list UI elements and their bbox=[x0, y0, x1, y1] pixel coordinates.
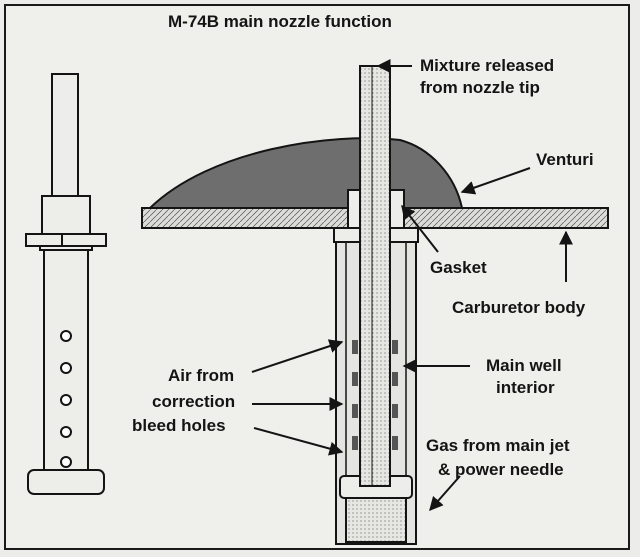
label-gas-2: & power needle bbox=[438, 460, 564, 479]
arrow-air-1 bbox=[251, 339, 344, 373]
arrow-air-3 bbox=[253, 427, 344, 456]
label-gasket: Gasket bbox=[430, 258, 487, 277]
label-gas-1: Gas from main jet bbox=[426, 436, 570, 455]
label-mixture-released-2: from nozzle tip bbox=[420, 78, 540, 97]
diagram-title: M-74B main nozzle function bbox=[168, 12, 392, 31]
arrow-venturi bbox=[460, 167, 531, 195]
venturi-shape bbox=[147, 137, 464, 209]
leader-arrows bbox=[251, 59, 573, 512]
arrow-gasket bbox=[401, 204, 439, 253]
label-main-well-2: interior bbox=[496, 378, 555, 397]
label-mixture-released-1: Mixture released bbox=[420, 56, 555, 75]
label-main-well-1: Main well bbox=[486, 356, 562, 375]
label-carburetor-body: Carburetor body bbox=[452, 298, 586, 317]
nozzle-tube bbox=[359, 65, 391, 487]
label-air-1: Air from bbox=[168, 366, 235, 385]
label-air-3: bleed holes bbox=[132, 416, 226, 435]
diagram-frame bbox=[4, 4, 630, 550]
side-view-nozzle bbox=[25, 73, 107, 495]
label-venturi: Venturi bbox=[536, 150, 594, 169]
label-air-2: correction bbox=[152, 392, 236, 411]
bleed-holes bbox=[352, 340, 398, 450]
arrow-gas bbox=[429, 475, 461, 512]
